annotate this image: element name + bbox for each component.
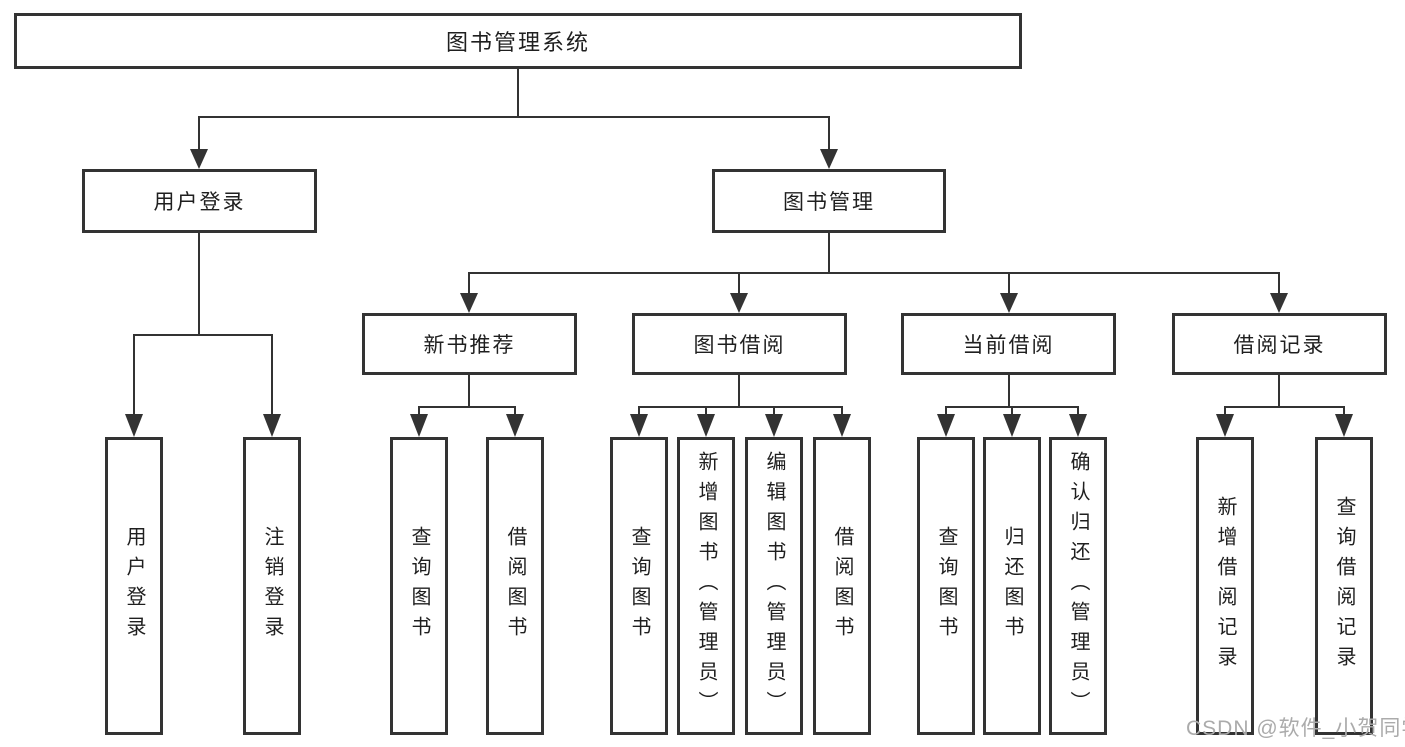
connector-line [468,375,470,408]
arrow-down-icon [730,293,748,313]
arrow-down-icon [765,414,783,437]
connector-line [841,406,843,419]
arrow-down-icon [630,414,648,437]
connector-line [738,375,740,408]
leaf-user-login-label: 用户登录 [123,526,145,646]
connector-line [828,116,830,152]
connector-line [133,334,273,336]
arrow-down-icon [937,414,955,437]
arrow-down-icon [1000,293,1018,313]
node-book-borrow-label: 图书借阅 [693,334,786,357]
leaf-borrow-books-2: 借阅图书 [813,437,871,735]
leaf-add-borrow-record: 新增借阅记录 [1196,437,1254,735]
leaf-edit-book-admin-label: 编辑图书（管理员） [763,451,785,721]
connector-line [1008,272,1010,297]
leaf-edit-book-admin: 编辑图书（管理员） [745,437,803,735]
leaf-query-books-2-label: 查询图书 [628,526,650,646]
leaf-logout: 注销登录 [243,437,301,735]
node-user-login-label: 用户登录 [153,191,246,214]
leaf-borrow-books-1: 借阅图书 [486,437,544,735]
connector-line [705,406,707,419]
node-root-label: 图书管理系统 [445,30,590,55]
arrow-down-icon [190,149,208,169]
leaf-logout-label: 注销登录 [261,526,283,646]
arrow-down-icon [506,414,524,437]
leaf-query-books-3: 查询图书 [917,437,975,735]
connector-line [514,406,516,419]
node-book-borrow: 图书借阅 [632,313,847,375]
connector-line [198,233,200,336]
connector-line [198,116,200,152]
leaf-add-borrow-record-label: 新增借阅记录 [1214,496,1236,676]
node-book-management-label: 图书管理 [783,191,875,214]
arrow-down-icon [1216,414,1234,437]
connector-line [1224,406,1345,408]
connector-line [828,233,830,274]
node-new-book-recommend: 新书推荐 [362,313,577,375]
connector-line [638,406,640,419]
leaf-query-books-3-label: 查询图书 [935,526,957,646]
node-borrow-records-label: 借阅记录 [1233,334,1326,357]
connector-line [468,272,1280,274]
arrow-down-icon [1335,414,1353,437]
connector-line [738,272,740,297]
connector-line [1278,272,1280,297]
arrow-down-icon [833,414,851,437]
csdn-watermark: CSDN @软件_小贺同学 [1186,717,1405,740]
leaf-query-books-1: 查询图书 [390,437,448,735]
arrow-down-icon [697,414,715,437]
node-new-book-recommend-label: 新书推荐 [423,334,516,357]
connector-line [468,272,470,297]
leaf-query-books-1-label: 查询图书 [408,526,430,646]
leaf-user-login: 用户登录 [105,437,163,735]
connector-line [1278,375,1280,408]
node-current-borrow: 当前借阅 [901,313,1116,375]
connector-line [418,406,420,419]
connector-line [1343,406,1345,419]
connector-line [1011,406,1013,419]
arrow-down-icon [1069,414,1087,437]
leaf-add-book-admin-label: 新增图书（管理员） [695,451,717,721]
leaf-borrow-books-2-label: 借阅图书 [831,526,853,646]
leaf-confirm-return-admin-label: 确认归还（管理员） [1067,451,1089,721]
connector-line [945,406,947,419]
connector-line [1077,406,1079,419]
connector-line [133,334,135,420]
node-book-management: 图书管理 [712,169,946,233]
connector-line [1224,406,1226,419]
node-current-borrow-label: 当前借阅 [962,334,1055,357]
connector-line [773,406,775,419]
leaf-return-book-label: 归还图书 [1001,526,1023,646]
arrow-down-icon [1270,293,1288,313]
node-root-system: 图书管理系统 [14,13,1022,69]
arrow-down-icon [125,414,143,437]
leaf-borrow-books-1-label: 借阅图书 [504,526,526,646]
leaf-query-books-2: 查询图书 [610,437,668,735]
node-borrow-records: 借阅记录 [1172,313,1387,375]
node-user-login: 用户登录 [82,169,317,233]
arrow-down-icon [410,414,428,437]
arrow-down-icon [1003,414,1021,437]
leaf-add-book-admin: 新增图书（管理员） [677,437,735,735]
connector-line [271,334,273,420]
leaf-return-book: 归还图书 [983,437,1041,735]
leaf-query-borrow-record-label: 查询借阅记录 [1333,496,1355,676]
connector-line [517,69,519,118]
connector-line [638,406,843,408]
connector-line [418,406,516,408]
leaf-confirm-return-admin: 确认归还（管理员） [1049,437,1107,735]
arrow-down-icon [263,414,281,437]
leaf-query-borrow-record: 查询借阅记录 [1315,437,1373,735]
arrow-down-icon [460,293,478,313]
connector-line [198,116,830,118]
arrow-down-icon [820,149,838,169]
connector-line [1008,375,1010,408]
